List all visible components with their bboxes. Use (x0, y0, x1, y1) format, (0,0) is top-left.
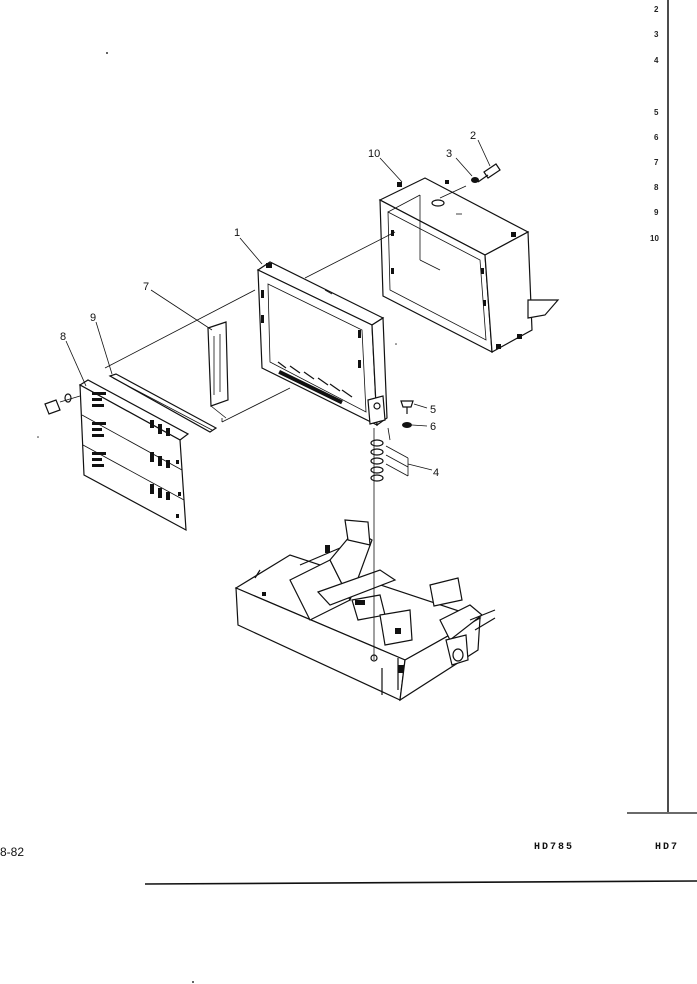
model-code-center: HD785 (534, 842, 575, 853)
callout-labels: 1 2 3 4 5 6 7 8 9 10 (60, 130, 476, 479)
side-index: 2 3 4 5 6 7 8 9 10 (650, 5, 659, 243)
side-index-2: 2 (654, 5, 659, 14)
callout-8: 8 (60, 331, 66, 343)
side-index-8: 8 (654, 183, 659, 192)
side-index-4: 4 (654, 56, 659, 65)
side-index-7: 7 (654, 158, 659, 167)
callout-9: 9 (90, 312, 96, 324)
control-panel-part-8 (44, 379, 190, 532)
side-index-9: 9 (654, 208, 659, 217)
side-index-5: 5 (654, 108, 659, 117)
side-index-6: 6 (654, 133, 659, 142)
speck (106, 52, 108, 54)
side-index-3: 3 (654, 30, 659, 39)
leader-lines (65, 139, 491, 471)
side-panel-part-7 (207, 321, 229, 419)
speck (395, 343, 397, 345)
rear-housing-part-10 (378, 177, 560, 354)
mount-stack-part-4 (370, 439, 409, 482)
callout-3: 3 (446, 148, 452, 160)
callout-5: 5 (430, 404, 436, 416)
bolt-and-washer-parts-2-3 (471, 163, 501, 183)
assembly-lines (59, 185, 467, 660)
model-code-right: HD7 (655, 842, 680, 853)
callout-10: 10 (368, 148, 380, 160)
bolt-and-washer-parts-5-6 (400, 400, 414, 428)
callout-6: 6 (430, 421, 436, 433)
callout-2: 2 (470, 130, 476, 142)
callout-7: 7 (143, 281, 149, 293)
page-number: 8-82 (0, 845, 25, 859)
side-index-10: 10 (650, 234, 659, 243)
base-frame (234, 519, 496, 702)
speck (37, 436, 39, 438)
strip-part-9 (108, 373, 218, 433)
footer-rule (144, 880, 697, 885)
front-frame-part-1 (256, 261, 388, 427)
callout-1: 1 (234, 227, 240, 239)
callout-4: 4 (433, 467, 439, 479)
speck (192, 981, 194, 983)
